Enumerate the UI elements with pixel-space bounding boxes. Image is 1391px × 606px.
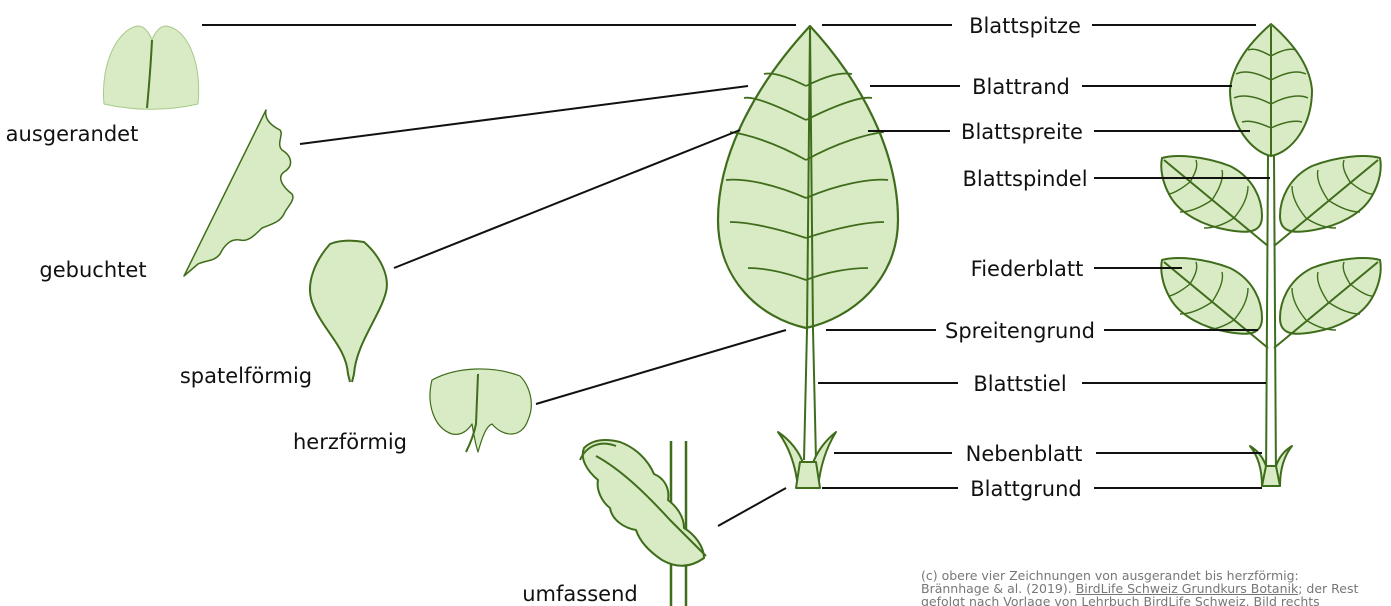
leaf-gebuchtet: [184, 110, 293, 276]
label-spatelfoermig: spatelförmig: [180, 364, 312, 388]
label-ausgerandet: ausgerandet: [6, 122, 139, 146]
leaf-central: [718, 26, 898, 488]
label-blattgrund: Blattgrund: [970, 477, 1082, 501]
leaf-herzfoermig: [430, 369, 531, 452]
credit-text: (c) obere vier Zeichnungen von ausgerand…: [921, 569, 1391, 606]
label-fiederblatt: Fiederblatt: [971, 257, 1084, 281]
leaf-ausgerandet: [103, 26, 198, 109]
label-gebuchtet: gebuchtet: [39, 258, 146, 282]
label-umfassend: umfassend: [522, 582, 637, 606]
leaf-spatelfoermig: [310, 241, 387, 382]
label-blattspreite: Blattspreite: [961, 120, 1083, 144]
leaf-compound: [1161, 24, 1380, 486]
label-spreitengrund: Spreitengrund: [945, 319, 1095, 343]
label-blattstiel: Blattstiel: [973, 372, 1066, 396]
label-blattspindel: Blattspindel: [962, 167, 1087, 191]
label-blattrand: Blattrand: [972, 75, 1070, 99]
credit-line-3: gefolgt nach Vorlage von Lehrbuch BirdLi…: [921, 595, 1391, 606]
label-herzfoermig: herzförmig: [293, 430, 407, 454]
label-nebenblatt: Nebenblatt: [966, 442, 1083, 466]
label-blattspitze: Blattspitze: [969, 14, 1081, 38]
